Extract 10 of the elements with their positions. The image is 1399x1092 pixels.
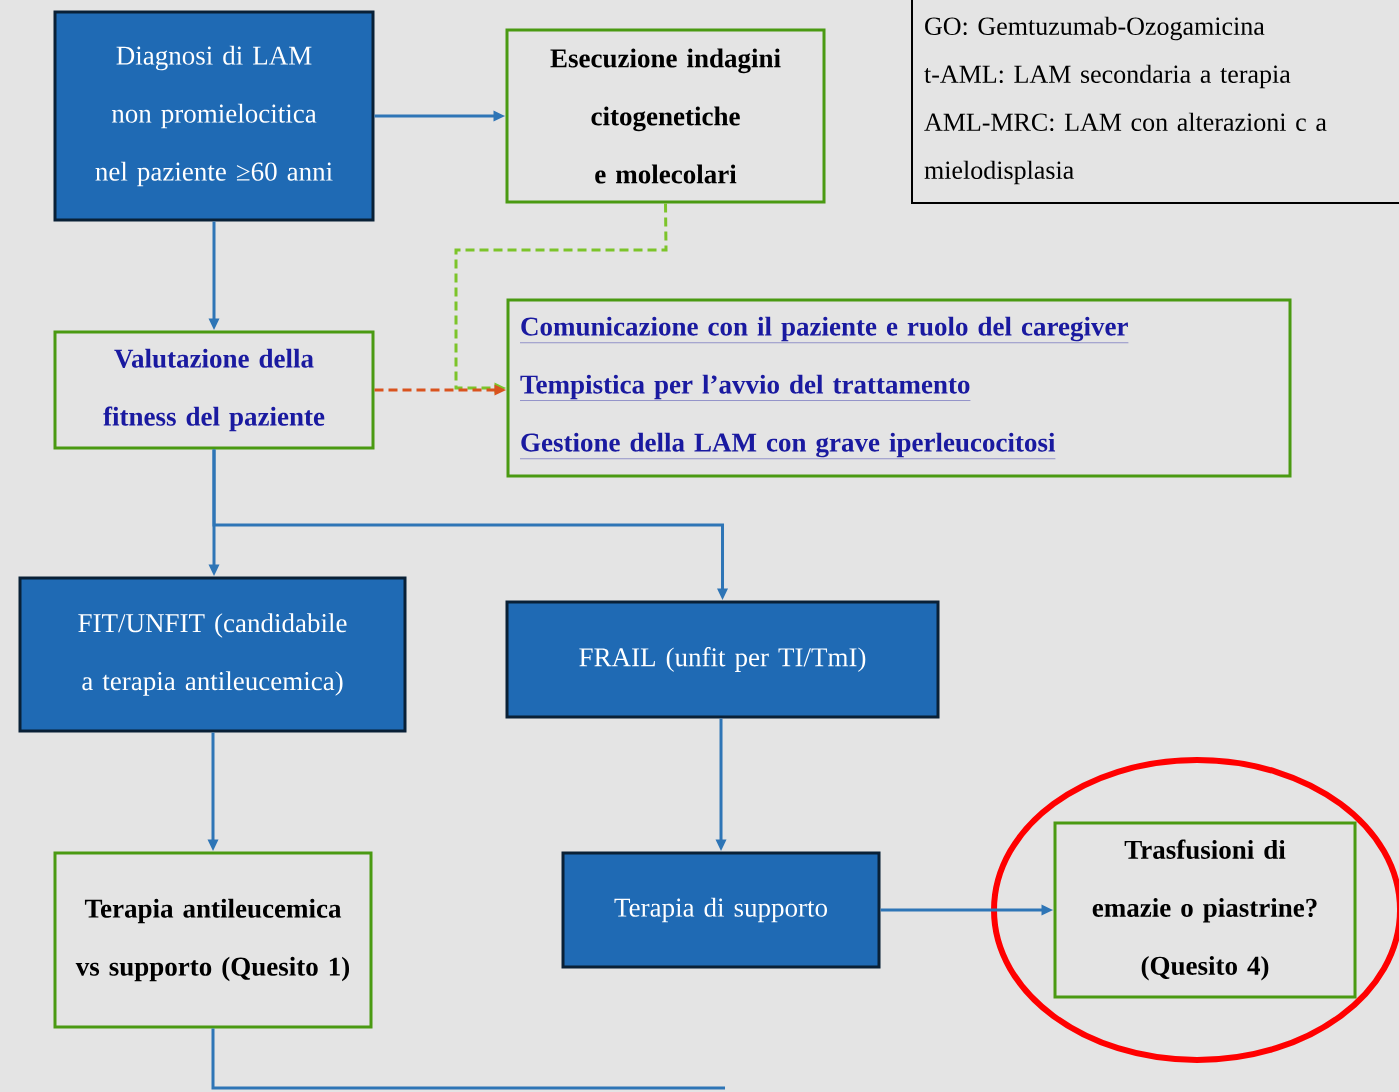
- link-box: Valutazione della fitness del paziente: [53, 330, 375, 450]
- question-box: Trasfusioni di emazie o piastrine? (Quesito 4): [1053, 821, 1357, 999]
- process-box: FIT/UNFIT (candidabile a terapia antileucemica): [18, 576, 407, 733]
- process-box: FRAIL (unfit per TI/TmI): [505, 600, 940, 719]
- process-box: Terapia di supporto: [561, 851, 881, 969]
- process-box: Diagnosi di LAM non promielocitica nel paziente ≥60 anni: [53, 10, 375, 222]
- question-box: Terapia antileucemica vs supporto (Quesito 1): [53, 851, 373, 1029]
- link-list-box: Comunicazione con il paziente e ruolo del caregiver Tempistica per l’avvio del trattamento Gestione della LAM con grave iperleucocitosi: [506, 298, 1292, 478]
- abbreviation-box: GO: Gemtuzumab-Ozogamicina t-AML: LAM secondaria a terapia AML-MRC: LAM con alterazioni c a mielodisplasia: [911, 0, 1399, 204]
- question-box: Esecuzione indagini citogenetiche e molecolari: [505, 28, 826, 204]
